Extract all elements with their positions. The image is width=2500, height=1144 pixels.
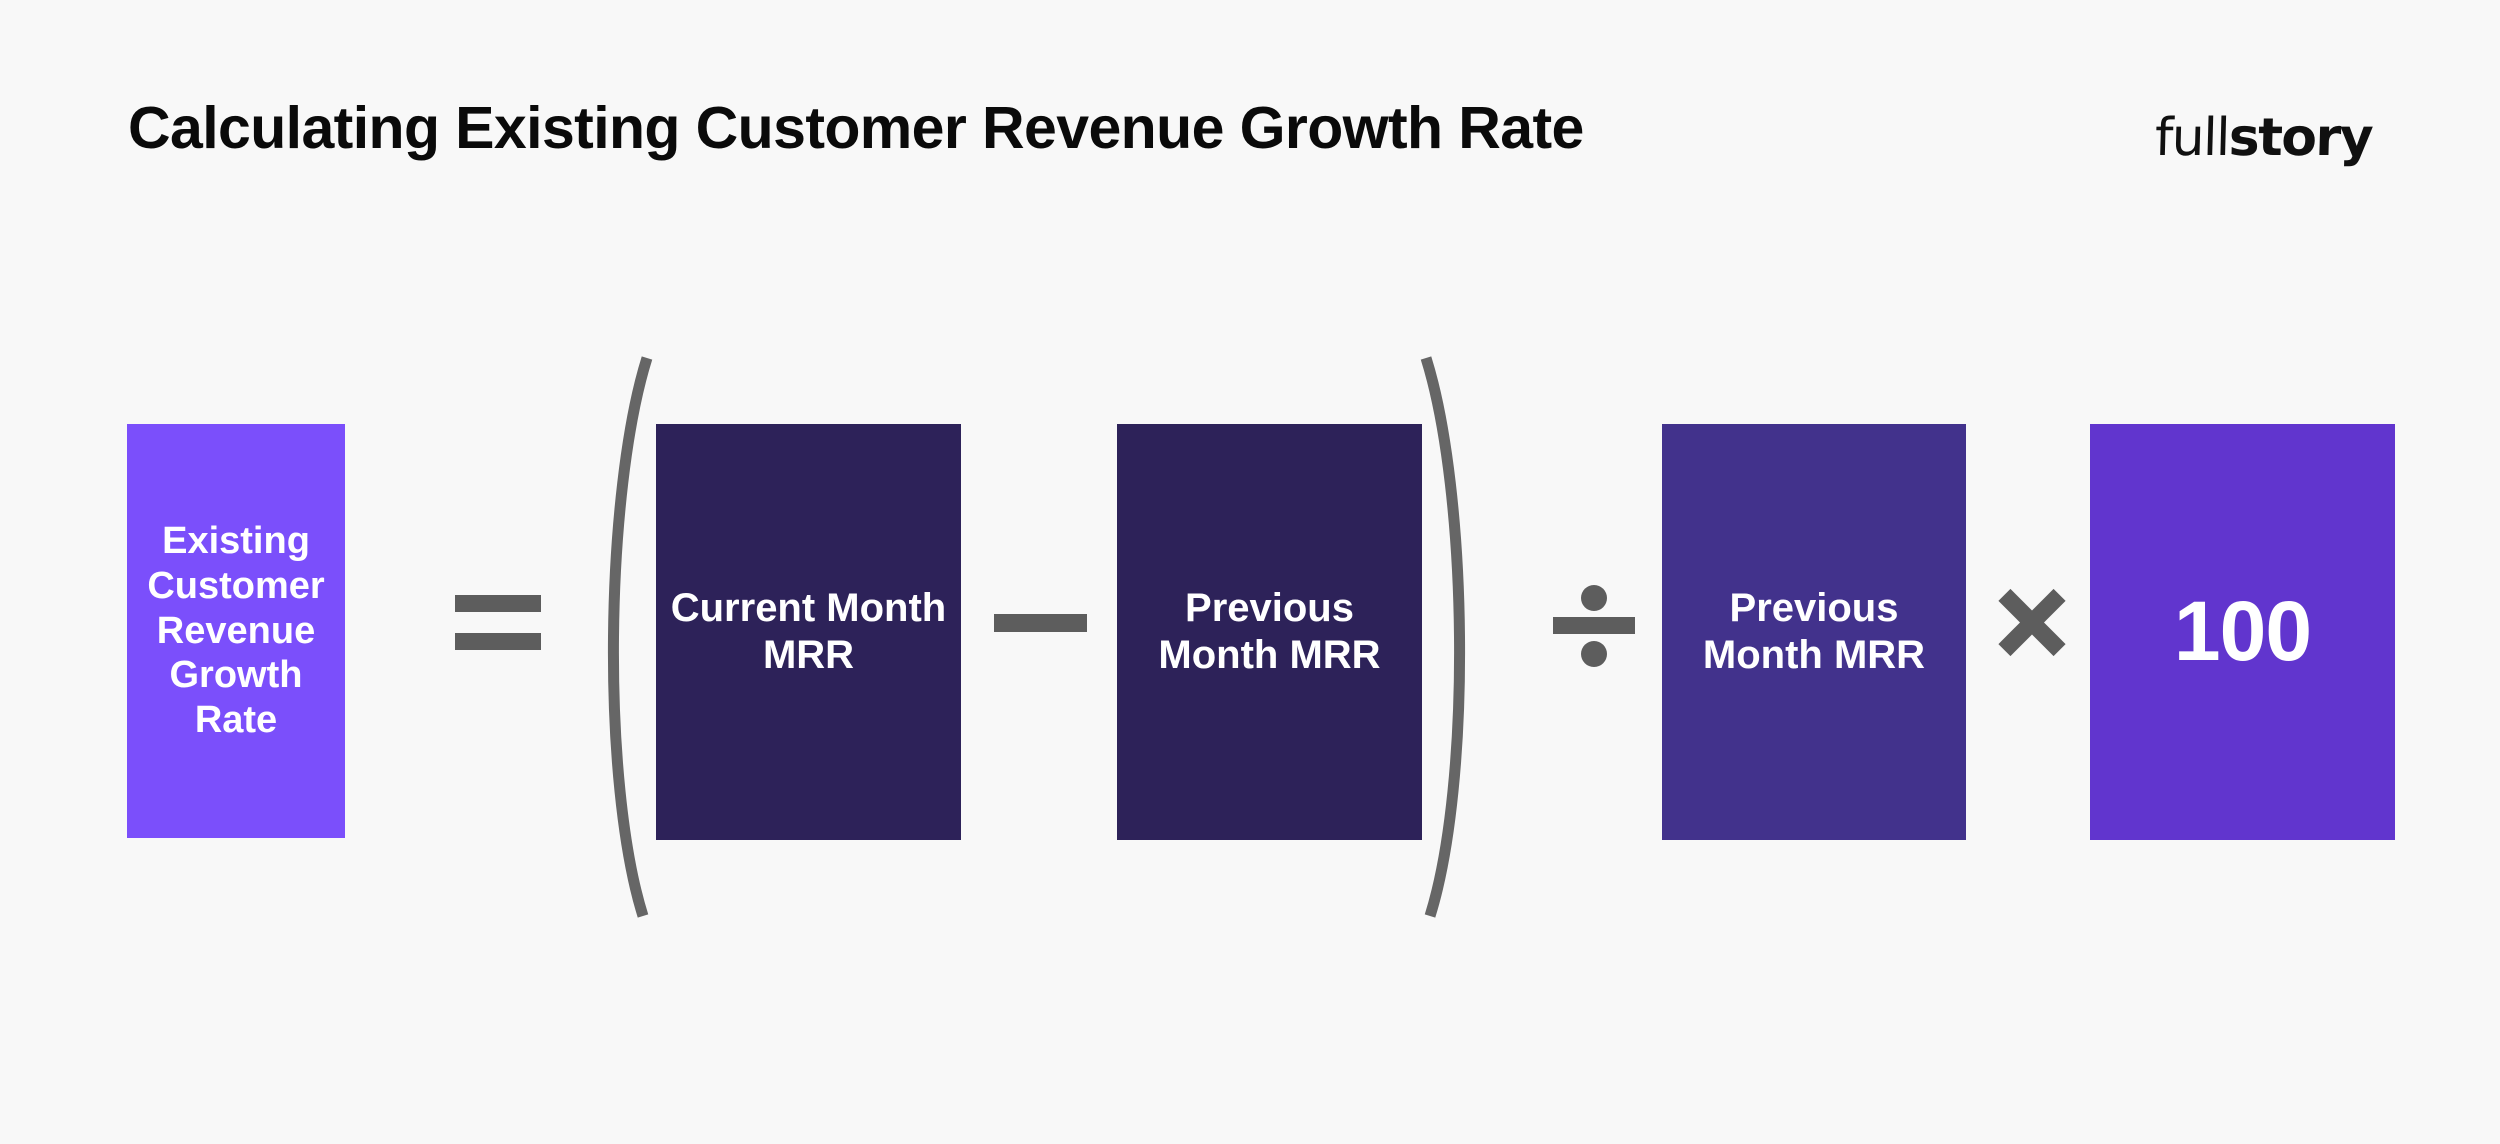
open-parenthesis-icon: [585, 352, 675, 922]
division-sign-icon: [1553, 585, 1635, 667]
formula-box-current-month-mrr: Current Month MRR: [656, 424, 961, 840]
division-dot-top: [1581, 585, 1607, 611]
formula-box-existing-customer-revenue-growth-rate: Existing Customer Revenue Growth Rate: [127, 424, 345, 838]
formula-box-previous-month-mrr-denominator: Previous Month MRR: [1662, 424, 1966, 840]
division-bar: [1553, 617, 1635, 634]
page-title: Calculating Existing Customer Revenue Gr…: [128, 95, 1584, 161]
equals-bar-top: [455, 595, 541, 612]
minus-bar: [994, 614, 1087, 632]
multiplication-sign-icon: [1995, 586, 2069, 660]
division-dot-bottom: [1581, 641, 1607, 667]
minus-sign-icon: [994, 614, 1087, 632]
formula-box-previous-month-mrr-numerator: Previous Month MRR: [1117, 424, 1422, 840]
equals-bar-bottom: [455, 633, 541, 650]
equals-sign-icon: [455, 595, 541, 651]
close-parenthesis-icon: [1398, 352, 1488, 922]
header: Calculating Existing Customer Revenue Gr…: [0, 0, 2500, 230]
formula-box-one-hundred: 100: [2090, 424, 2395, 840]
